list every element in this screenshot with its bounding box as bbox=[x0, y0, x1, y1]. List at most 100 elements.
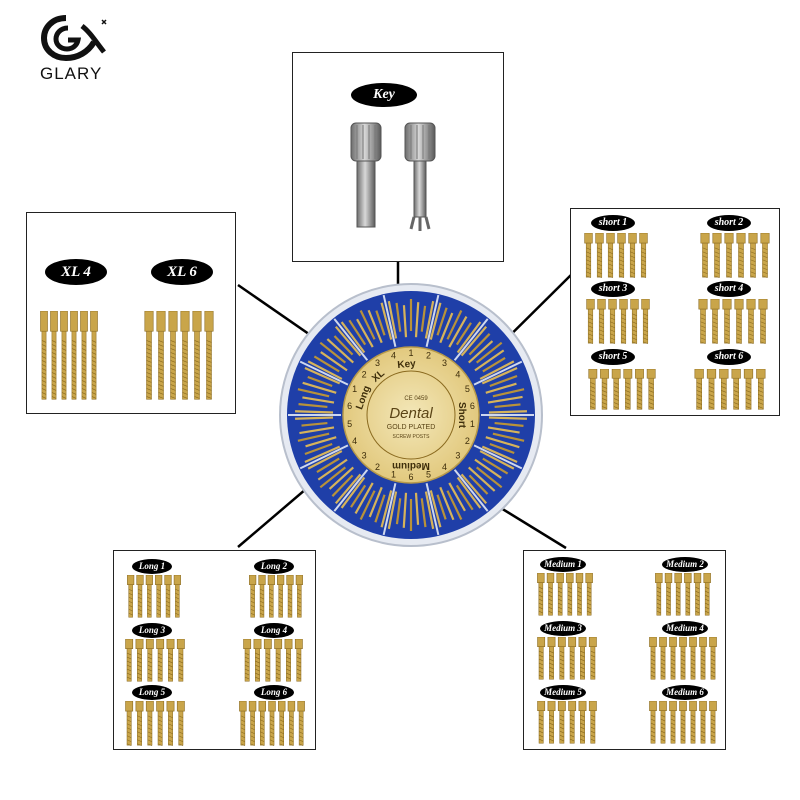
boxed-screw-post bbox=[304, 442, 333, 456]
screw-post bbox=[166, 639, 175, 682]
key-label: Key bbox=[351, 83, 417, 107]
boxed-screw-post bbox=[302, 396, 335, 404]
screw-post bbox=[731, 369, 741, 410]
boxed-screw-post bbox=[475, 341, 503, 364]
boxed-screw-post bbox=[326, 338, 354, 364]
screw-post bbox=[584, 233, 593, 278]
long-posts-image bbox=[249, 575, 303, 618]
compartment-divider bbox=[473, 444, 523, 470]
screw-post bbox=[722, 299, 732, 344]
screw-post bbox=[575, 573, 584, 616]
screw-post bbox=[617, 233, 626, 278]
boxed-screw-post bbox=[307, 360, 343, 380]
screw-post bbox=[70, 311, 78, 400]
screw-post bbox=[145, 575, 153, 618]
screw-post bbox=[659, 637, 667, 680]
boxed-screw-post bbox=[387, 491, 398, 530]
screw-post bbox=[719, 369, 729, 410]
box-ring-number: 1 bbox=[408, 348, 413, 358]
boxed-screw-post bbox=[494, 403, 521, 409]
boxed-screw-post bbox=[474, 349, 505, 372]
compartment-divider bbox=[333, 469, 369, 512]
screw-post bbox=[277, 575, 285, 618]
boxed-screw-post bbox=[468, 333, 491, 356]
boxed-screw-post bbox=[475, 466, 503, 489]
brand-logo bbox=[38, 12, 118, 64]
boxed-screw-post bbox=[340, 321, 366, 354]
boxed-screw-post bbox=[380, 302, 393, 340]
long-label-2: Long 2 bbox=[254, 559, 294, 574]
screw-post bbox=[286, 575, 294, 618]
boxed-screw-post bbox=[488, 410, 527, 414]
boxed-screw-post bbox=[367, 309, 383, 344]
box-ring-number: 5 bbox=[426, 469, 431, 479]
boxed-screw-post bbox=[455, 484, 474, 511]
screw-post bbox=[40, 311, 48, 400]
boxed-screw-post bbox=[439, 312, 454, 344]
boxed-screw-post bbox=[489, 442, 515, 455]
medium-posts-image bbox=[537, 573, 593, 616]
medium-posts-image bbox=[537, 637, 597, 680]
boxed-screw-post bbox=[492, 432, 525, 442]
short-posts-image bbox=[700, 233, 770, 278]
screw-post bbox=[295, 575, 303, 618]
boxed-screw-post bbox=[424, 491, 435, 530]
box-ring-number: 4 bbox=[352, 436, 357, 446]
boxed-screw-post bbox=[348, 319, 367, 346]
box-ce-mark: CE 0459 bbox=[404, 396, 428, 402]
screw-post bbox=[144, 311, 154, 400]
screw-post bbox=[568, 701, 577, 744]
boxed-screw-post bbox=[474, 458, 502, 479]
screw-post bbox=[679, 637, 687, 680]
boxed-screw-post bbox=[429, 490, 442, 528]
short-panel: short 1 short 2 short 3 short 4 short 5 … bbox=[570, 208, 780, 416]
boxed-screw-post bbox=[313, 355, 340, 373]
box-ring-number: 4 bbox=[442, 462, 447, 472]
screw-post bbox=[268, 701, 276, 746]
boxed-screw-post bbox=[350, 484, 367, 508]
screw-post bbox=[546, 573, 555, 616]
compartment-divider bbox=[473, 360, 523, 386]
screw-post bbox=[724, 233, 734, 278]
screw-post bbox=[136, 575, 144, 618]
box-ring-number: 1 bbox=[352, 384, 357, 394]
box-compartments bbox=[288, 294, 534, 536]
boxed-screw-post bbox=[456, 321, 482, 354]
screw-post bbox=[80, 311, 88, 400]
compartment-divider bbox=[425, 294, 440, 347]
screw-post bbox=[758, 299, 768, 344]
boxed-screw-post bbox=[334, 473, 362, 505]
box-ring-number: 3 bbox=[455, 451, 460, 461]
screw-post bbox=[156, 311, 166, 400]
boxed-screw-post bbox=[485, 382, 517, 394]
compartment-divider bbox=[299, 360, 349, 386]
screw-post bbox=[586, 299, 595, 344]
boxed-screw-post bbox=[354, 482, 374, 514]
screw-post bbox=[284, 639, 293, 682]
boxed-screw-post bbox=[460, 325, 488, 357]
box-ring-number: 6 bbox=[347, 401, 352, 411]
medium-label-4: Medium 4 bbox=[662, 621, 708, 636]
boxed-screw-post bbox=[298, 403, 328, 409]
boxed-screw-post bbox=[482, 357, 506, 373]
screw-post bbox=[706, 369, 717, 410]
short-posts-image bbox=[698, 299, 768, 344]
short-label-1: short 1 bbox=[591, 215, 635, 231]
screw-post bbox=[623, 369, 633, 410]
screw-post bbox=[537, 637, 546, 680]
screw-post bbox=[655, 573, 663, 616]
boxed-screw-post bbox=[295, 416, 334, 420]
screw-post bbox=[127, 575, 135, 618]
screw-post bbox=[176, 701, 185, 746]
screw-post bbox=[547, 637, 556, 680]
box-title: Dental bbox=[389, 405, 433, 422]
screw-post bbox=[689, 701, 697, 744]
screw-post bbox=[578, 637, 587, 680]
long-posts-image bbox=[243, 639, 303, 682]
screw-post bbox=[258, 575, 266, 618]
long-posts-image bbox=[127, 575, 181, 618]
boxed-screw-post bbox=[334, 325, 362, 357]
screw-post bbox=[135, 701, 144, 746]
screw-post bbox=[669, 637, 677, 680]
boxed-screw-post bbox=[494, 421, 524, 427]
